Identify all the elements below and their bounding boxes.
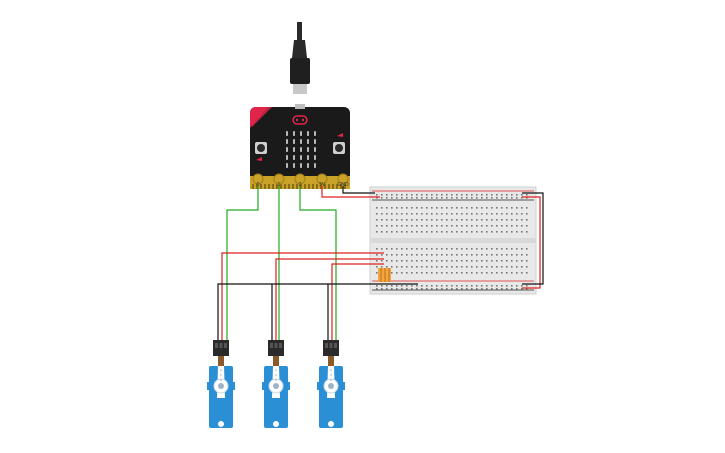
pin-1[interactable]: 1: [273, 173, 285, 188]
servo-motor[interactable]: [207, 340, 235, 428]
pin-header: [378, 268, 391, 282]
led: [307, 139, 309, 144]
power-wire-3v[interactable]: [321, 186, 380, 198]
led: [314, 147, 316, 152]
signal-wire-1[interactable]: [226, 186, 259, 345]
pin-gnd[interactable]: GND: [337, 173, 349, 188]
led: [286, 163, 288, 168]
led: [314, 139, 316, 144]
led-matrix: [286, 131, 316, 168]
servo-motor[interactable]: [317, 340, 345, 428]
led: [300, 155, 302, 160]
led: [293, 139, 295, 144]
breadboard: [369, 186, 537, 295]
led: [293, 155, 295, 160]
edge-connector: [252, 184, 346, 189]
pin-2[interactable]: 2: [294, 173, 306, 188]
pin-0[interactable]: 0: [252, 173, 264, 188]
led: [293, 147, 295, 152]
led: [300, 163, 302, 168]
led: [307, 147, 309, 152]
led: [307, 155, 309, 160]
servo-group: [207, 340, 345, 428]
pin-gnd-label: GND: [337, 182, 349, 188]
led: [293, 163, 295, 168]
wires: [217, 186, 544, 345]
microbit-board: 0 1 2 3V GND: [250, 104, 350, 189]
led: [286, 139, 288, 144]
led: [307, 131, 309, 136]
pin-1-label: 1: [277, 182, 280, 188]
led: [300, 131, 302, 136]
led: [307, 163, 309, 168]
servo-power-wire-3[interactable]: [331, 263, 384, 345]
pin-0-label: 0: [256, 182, 259, 188]
pin-2-label: 2: [298, 182, 301, 188]
servo-power-wire-1[interactable]: [221, 252, 384, 345]
led: [293, 131, 295, 136]
rail-jumper-red[interactable]: [522, 196, 541, 289]
servo-power-wire-2[interactable]: [275, 258, 384, 345]
usb-cable: [290, 22, 310, 94]
pin-3v[interactable]: 3V: [316, 173, 328, 188]
logo-icon: [292, 115, 308, 125]
led: [314, 155, 316, 160]
rail-jumper-black[interactable]: [522, 192, 544, 285]
led: [286, 131, 288, 136]
led: [300, 147, 302, 152]
led: [286, 155, 288, 160]
led: [300, 139, 302, 144]
signal-wire-3[interactable]: [299, 186, 337, 345]
button-b[interactable]: [333, 142, 345, 154]
servo-ground-wire[interactable]: [217, 283, 418, 345]
led: [314, 163, 316, 168]
led: [314, 131, 316, 136]
breadboard-holes: [376, 194, 528, 290]
servo-motor[interactable]: [262, 340, 290, 428]
pin-3v-label: 3V: [319, 182, 326, 188]
led: [286, 147, 288, 152]
ground-wire-gnd[interactable]: [342, 186, 375, 194]
button-a[interactable]: [255, 142, 267, 154]
